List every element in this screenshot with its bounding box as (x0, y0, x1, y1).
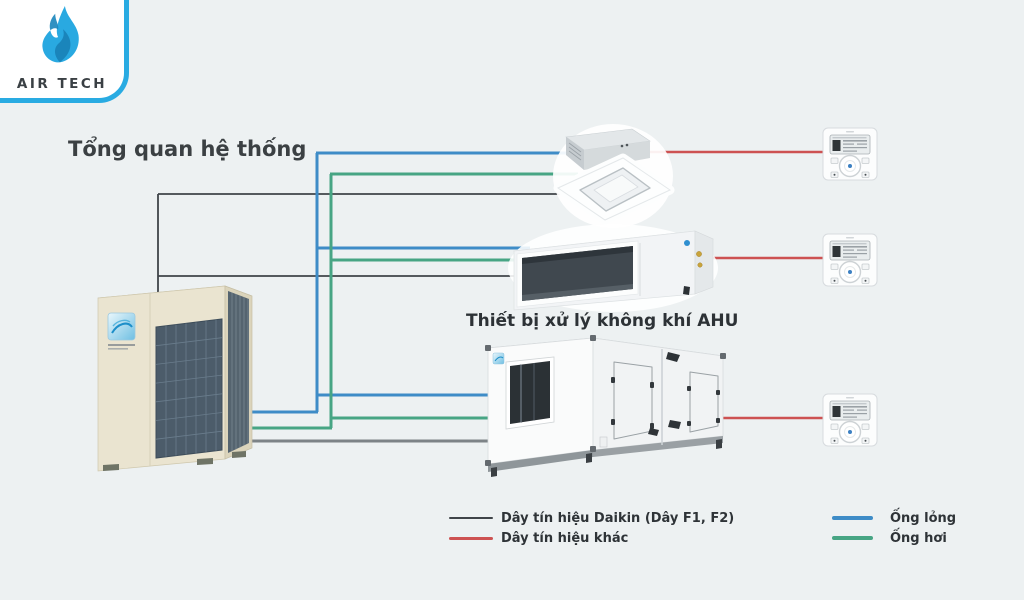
flame-logo-icon (42, 5, 79, 63)
brand-name: AIR TECH (16, 76, 108, 92)
legend-row-liquid-pipe: Ống lỏng (832, 508, 956, 528)
remote-controller-ahu (822, 393, 878, 447)
daikin-logo-badge (107, 312, 136, 350)
gas-pipe-label: Ống hơi (890, 530, 947, 546)
legend-pipes: Ống lỏng Ống hơi (832, 508, 956, 548)
outdoor-side-grille (228, 291, 249, 453)
ahu-latch-handles (648, 352, 681, 436)
other-signal-lines (640, 150, 823, 420)
cassette-top-box (565, 128, 651, 170)
ahu-base (488, 436, 723, 477)
ahu-unit (485, 335, 726, 477)
daikin-signal-lines (157, 193, 570, 296)
ahu-doors (611, 349, 720, 445)
daikin-signal-label: Dây tín hiệu Daikin (Dây F1, F2) (501, 510, 735, 526)
ducted-daikin-sticker (684, 240, 690, 246)
liquid-pipe-lines (246, 151, 572, 414)
other-signal-label: Dây tín hiệu khác (501, 530, 629, 546)
cassette-indoor-unit (553, 124, 675, 228)
remote-controller-ducted (822, 233, 878, 287)
outdoor-feet (103, 451, 246, 471)
remote-controllers (822, 127, 878, 447)
legend-row-gas-pipe: Ống hơi (832, 528, 956, 548)
ahu-right-face (592, 337, 724, 451)
ducted-indoor-unit (508, 224, 718, 312)
liquid-pipe-label: Ống lỏng (890, 510, 957, 526)
gas-pipe-swatch (832, 535, 873, 541)
legend-row-other-signal: Dây tín hiệu khác (449, 528, 734, 548)
ahu-label: Thiết bị xử lý không khí AHU (466, 311, 739, 331)
remote-controller-cassette (822, 127, 878, 181)
ducted-drain-pipe (683, 286, 690, 295)
gas-pipe-lines (244, 172, 578, 430)
legend-row-daikin-signal: Dây tín hiệu Daikin (Dây F1, F2) (449, 508, 734, 528)
ahu-window (505, 356, 555, 430)
ahu-corner-caps (485, 335, 726, 466)
ducted-pipe-stubs (696, 251, 703, 268)
ahu-door-hinges (611, 377, 720, 429)
ahu-name-plate (599, 436, 608, 448)
ahu-daikin-sticker (492, 352, 505, 365)
liquid-pipe-swatch (832, 515, 873, 521)
ducted-opening (516, 240, 639, 308)
ducted-side-face (694, 230, 714, 295)
page-title: Tổng quan hệ thống (68, 137, 307, 161)
other-signal-swatch (449, 536, 493, 540)
cassette-panel (553, 153, 675, 225)
controller-buttons (830, 157, 870, 178)
brand-logo-box: AIR TECH (0, 0, 129, 103)
daikin-signal-swatch (449, 517, 493, 519)
outdoor-unit (97, 285, 253, 472)
connection-lines (157, 150, 823, 443)
legend-signal-wires: Dây tín hiệu Daikin (Dây F1, F2) Dây tín… (449, 508, 734, 548)
outdoor-front-grille (155, 318, 223, 459)
